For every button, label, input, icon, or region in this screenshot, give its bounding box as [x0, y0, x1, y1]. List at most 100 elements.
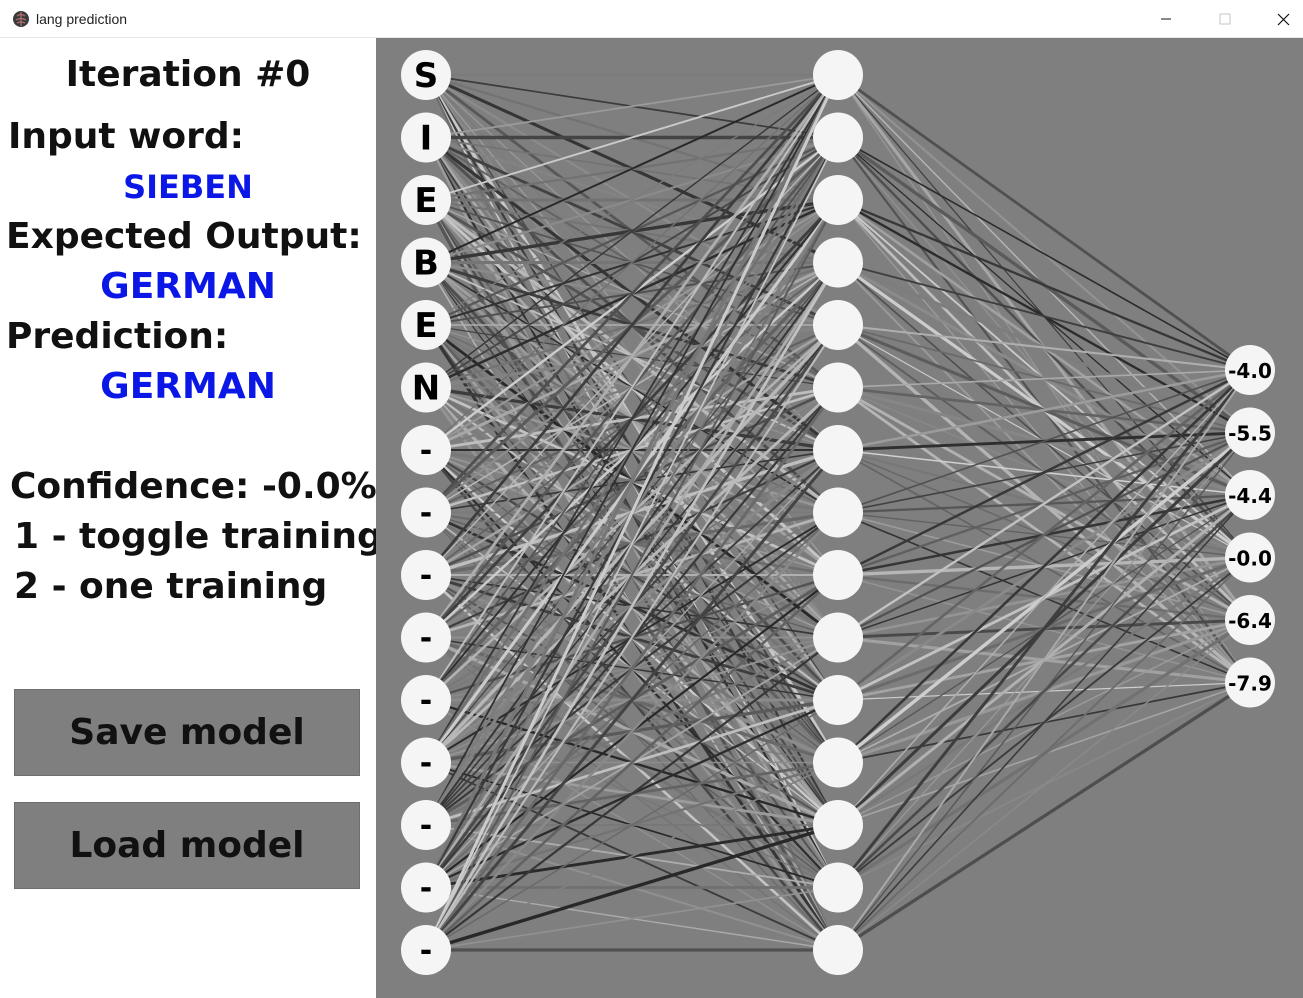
input-hidden-edge	[425, 74, 839, 264]
hidden-output-edge	[837, 368, 1251, 452]
input-hidden-edge	[424, 449, 840, 951]
prediction-value: GERMAN	[100, 366, 276, 407]
hidden-output-edge	[837, 369, 1251, 389]
hidden-output-edge	[837, 368, 1251, 639]
input-node-label: N	[412, 369, 440, 409]
save-model-button[interactable]: Save model	[14, 689, 360, 776]
minimize-button[interactable]	[1137, 0, 1195, 38]
output-node	[1225, 345, 1275, 395]
input-node-label: -	[420, 434, 432, 469]
close-button[interactable]	[1255, 0, 1303, 38]
hidden-output-edge	[837, 368, 1251, 577]
load-model-button[interactable]: Load model	[14, 802, 360, 889]
hidden-output-edge	[837, 73, 1251, 372]
input-node-label: E	[414, 181, 437, 221]
output-node	[1225, 407, 1275, 458]
input-node	[401, 925, 451, 975]
confidence-text: Confidence: -0.0%	[10, 466, 377, 507]
input-node-label: I	[420, 119, 433, 159]
input-hidden-edge	[425, 636, 839, 951]
input-hidden-edge	[425, 74, 839, 763]
input-hidden-edge	[424, 74, 840, 514]
info-panel: Iteration #0 Input word: SIEBEN Expected…	[0, 38, 383, 998]
hidden-output-edge	[837, 556, 1251, 951]
input-hidden-edge	[425, 886, 839, 951]
hidden-node	[813, 612, 863, 663]
hidden-node	[813, 550, 863, 600]
hidden-node	[813, 862, 863, 913]
input-hidden-edge	[425, 74, 839, 701]
hidden-node	[813, 425, 863, 475]
input-word-value: SIEBEN	[123, 168, 253, 206]
input-node	[401, 862, 451, 913]
hidden-node	[813, 800, 863, 850]
output-node-label: -4.0	[1228, 359, 1272, 383]
window-title: lang prediction	[36, 11, 128, 27]
input-node-label: -	[420, 684, 432, 719]
hidden-output-edge	[837, 619, 1251, 951]
input-node	[401, 737, 451, 788]
input-hidden-edge	[425, 574, 839, 951]
close-icon	[1277, 13, 1290, 26]
input-hidden-edge	[424, 74, 840, 576]
hidden-node	[813, 487, 863, 538]
input-hidden-edge	[425, 74, 839, 326]
output-node	[1225, 470, 1275, 520]
input-hidden-edge	[425, 74, 839, 826]
output-node-label: -6.4	[1228, 609, 1272, 633]
input-hidden-edge	[424, 74, 840, 639]
input-node-label: -	[420, 934, 432, 969]
input-hidden-edge	[425, 74, 839, 451]
input-node	[401, 175, 451, 225]
input-hidden-edge	[425, 137, 839, 951]
output-node-label: -5.5	[1228, 422, 1272, 446]
iteration-counter: Iteration #0	[65, 54, 311, 95]
maximize-button[interactable]	[1196, 0, 1254, 38]
input-hidden-edge	[424, 261, 840, 951]
input-word-label: Input word:	[8, 116, 245, 157]
prediction-label: Prediction:	[6, 316, 229, 357]
hidden-output-edge	[837, 369, 1251, 514]
input-hidden-edge	[425, 511, 839, 951]
input-node-label: -	[420, 621, 432, 656]
output-node-label: -0.0	[1228, 547, 1272, 571]
hidden-output-edge	[837, 136, 1251, 371]
hidden-output-edge	[837, 198, 1251, 372]
connection-lines	[424, 73, 1252, 952]
hidden-output-edge	[837, 369, 1251, 951]
input-node-label: -	[420, 496, 432, 531]
input-hidden-edge	[425, 199, 839, 951]
hidden-output-edge	[837, 324, 1251, 371]
input-hidden-edge	[425, 823, 839, 952]
title-bar: lang prediction	[0, 0, 1303, 38]
expected-output-value: GERMAN	[100, 266, 276, 307]
input-node	[401, 487, 451, 538]
hidden-node	[813, 925, 863, 975]
input-hidden-edge	[425, 761, 839, 951]
input-node-label: -	[420, 746, 432, 781]
hint-one-training: 2 - one training	[14, 566, 328, 607]
input-node	[401, 675, 451, 725]
input-node	[401, 300, 451, 350]
hint-toggle-training: 1 - toggle training	[14, 516, 383, 557]
output-node	[1225, 657, 1275, 708]
hidden-output-edge	[837, 369, 1251, 826]
input-node	[401, 550, 451, 600]
maximize-icon	[1219, 13, 1231, 25]
input-node-label: -	[420, 871, 432, 906]
input-node	[401, 800, 451, 850]
input-hidden-edge	[424, 386, 840, 951]
network-diagram: SIEBEN----------4.0-5.5-4.4-0.0-6.4-7.9	[401, 50, 1275, 975]
input-node	[401, 50, 451, 100]
input-hidden-edge	[424, 74, 840, 889]
input-node	[401, 612, 451, 663]
output-node-label: -7.9	[1228, 672, 1272, 696]
input-node	[401, 425, 451, 475]
input-node-label: -	[420, 809, 432, 844]
input-node	[401, 237, 451, 288]
brain-icon	[13, 11, 29, 27]
hidden-output-edge	[837, 369, 1251, 764]
hidden-node	[813, 362, 863, 413]
hidden-output-edge	[837, 432, 1251, 951]
output-node	[1225, 595, 1275, 645]
